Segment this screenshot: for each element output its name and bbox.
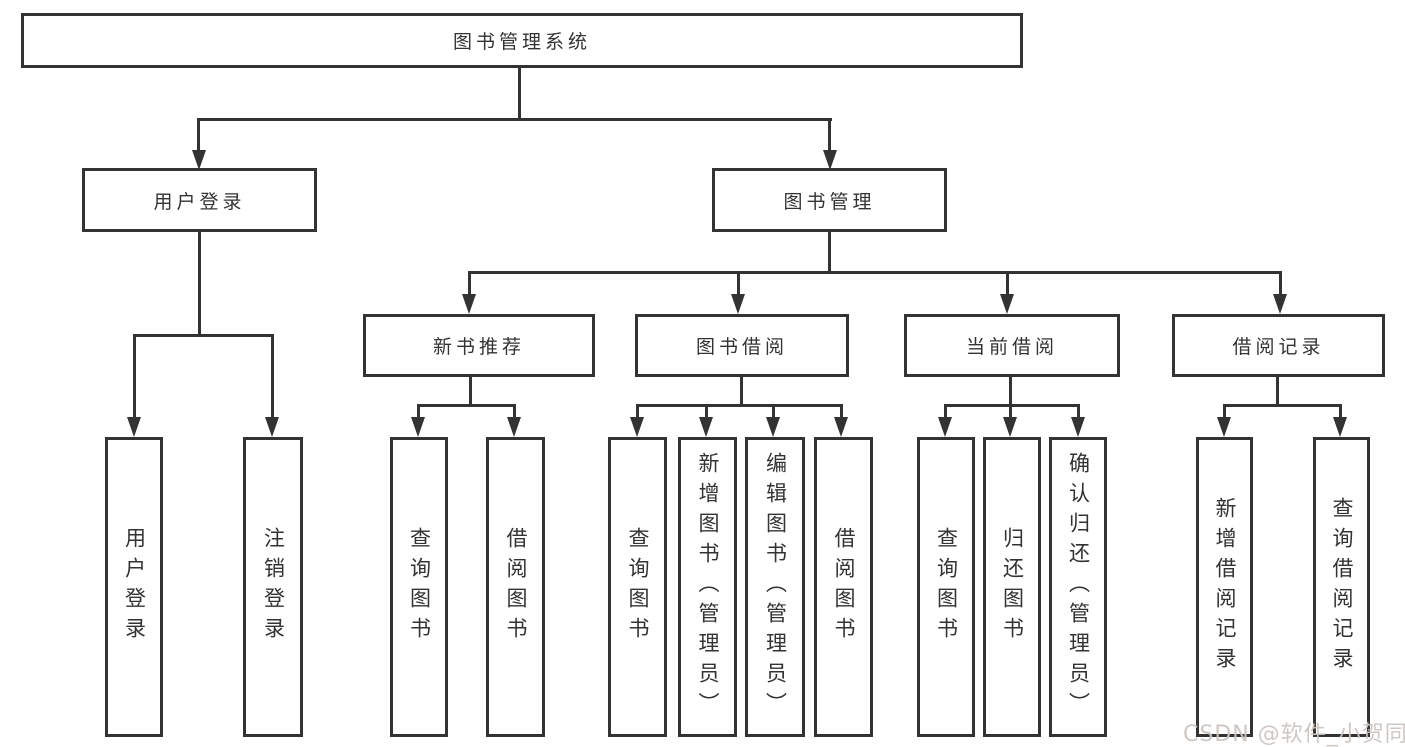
arrow-down-icon xyxy=(1071,417,1085,437)
connector-line xyxy=(271,334,274,419)
connector-line xyxy=(944,404,947,419)
connector-line xyxy=(468,271,1282,274)
node-borrow-records: 借阅记录 xyxy=(1172,314,1385,377)
connector-line xyxy=(636,404,639,419)
node-current-borrow: 当前借阅 xyxy=(904,314,1120,377)
node-label: 图书管理系统 xyxy=(452,31,591,53)
leaf-label: 借阅图书 xyxy=(504,527,528,647)
leaf-query-book-borrow: 查询图书 xyxy=(608,437,667,737)
leaf-query-borrow-record: 查询借阅记录 xyxy=(1313,437,1370,737)
arrow-down-icon xyxy=(265,417,279,437)
connector-line xyxy=(133,334,274,337)
leaf-query-book-recommend: 查询图书 xyxy=(390,437,448,737)
node-new-book-recommend: 新书推荐 xyxy=(363,314,595,377)
leaf-label: 归还图书 xyxy=(1000,527,1025,647)
connector-line xyxy=(469,377,472,407)
connector-line xyxy=(1077,404,1080,419)
connector-line xyxy=(944,404,1080,407)
arrow-down-icon xyxy=(411,417,425,437)
node-book-borrow: 图书借阅 xyxy=(635,314,849,377)
leaf-label: 查询借阅记录 xyxy=(1330,497,1354,677)
connector-line xyxy=(1009,377,1012,407)
connector-line xyxy=(513,404,516,419)
connector-line xyxy=(740,377,743,407)
connector-line xyxy=(417,404,420,419)
arrow-down-icon xyxy=(766,417,780,437)
arrow-down-icon xyxy=(834,417,848,437)
leaf-label: 编辑图书（管理员） xyxy=(763,452,788,722)
leaf-label: 借阅图书 xyxy=(832,527,856,647)
connector-line xyxy=(1339,404,1342,419)
leaf-confirm-return-admin: 确认归还（管理员） xyxy=(1049,437,1107,737)
arrow-down-icon xyxy=(1273,294,1287,314)
connector-line xyxy=(1009,404,1012,419)
leaf-label: 确认归还（管理员） xyxy=(1066,452,1091,722)
node-label: 图书借阅 xyxy=(695,336,788,358)
arrow-down-icon xyxy=(938,417,952,437)
arrow-down-icon xyxy=(507,417,521,437)
leaf-add-book-admin: 新增图书（管理员） xyxy=(678,437,737,737)
connector-line xyxy=(518,68,521,121)
csdn-watermark: CSDN @软件_小贺同学 xyxy=(1183,722,1405,747)
leaf-label: 查询图书 xyxy=(626,527,650,647)
arrow-down-icon xyxy=(1333,417,1347,437)
arrow-down-icon xyxy=(731,294,745,314)
arrow-down-icon xyxy=(699,417,713,437)
node-label: 借阅记录 xyxy=(1232,336,1325,358)
leaf-label: 新增图书（管理员） xyxy=(696,452,720,722)
leaf-edit-book-admin: 编辑图书（管理员） xyxy=(745,437,805,737)
connector-line xyxy=(468,271,471,296)
leaf-label: 用户登录 xyxy=(122,527,147,647)
arrow-down-icon xyxy=(823,150,837,170)
leaf-label: 查询图书 xyxy=(934,527,959,647)
arrow-down-icon xyxy=(630,417,644,437)
node-user-login: 用户登录 xyxy=(82,168,317,232)
leaf-label: 注销登录 xyxy=(261,527,286,647)
leaf-label: 查询图书 xyxy=(407,527,432,647)
connector-line xyxy=(828,118,831,152)
arrow-down-icon xyxy=(462,294,476,314)
connector-line xyxy=(636,404,843,407)
connector-line xyxy=(197,118,832,121)
node-label: 用户登录 xyxy=(153,190,246,213)
connector-line xyxy=(840,404,843,419)
connector-line xyxy=(772,404,775,419)
connector-line xyxy=(1223,404,1342,407)
leaf-borrow-book-recommend: 借阅图书 xyxy=(486,437,545,737)
connector-line xyxy=(197,118,200,152)
node-book-management: 图书管理 xyxy=(712,168,947,232)
leaf-label: 新增借阅记录 xyxy=(1213,497,1237,677)
arrow-down-icon xyxy=(1003,417,1017,437)
connector-line xyxy=(198,232,201,337)
arrow-down-icon xyxy=(1000,294,1014,314)
leaf-add-borrow-record: 新增借阅记录 xyxy=(1196,437,1253,737)
connector-line xyxy=(417,404,516,407)
connector-line xyxy=(1223,404,1226,419)
connector-line xyxy=(1276,377,1279,407)
leaf-user-login: 用户登录 xyxy=(105,437,163,737)
leaf-logout: 注销登录 xyxy=(243,437,303,737)
connector-line xyxy=(705,404,708,419)
connector-line xyxy=(828,232,831,274)
connector-line xyxy=(1279,271,1282,296)
leaf-borrow-book: 借阅图书 xyxy=(814,437,873,737)
connector-line xyxy=(1006,271,1009,296)
connector-line xyxy=(133,334,136,419)
arrow-down-icon xyxy=(127,417,141,437)
node-label: 图书管理 xyxy=(783,190,876,213)
arrow-down-icon xyxy=(192,150,206,170)
node-label: 新书推荐 xyxy=(432,336,525,358)
leaf-return-book: 归还图书 xyxy=(983,437,1041,737)
arrow-down-icon xyxy=(1217,417,1231,437)
leaf-query-book-current: 查询图书 xyxy=(917,437,975,737)
node-library-management-system: 图书管理系统 xyxy=(21,13,1023,68)
connector-line xyxy=(737,271,740,296)
node-label: 当前借阅 xyxy=(965,336,1058,358)
